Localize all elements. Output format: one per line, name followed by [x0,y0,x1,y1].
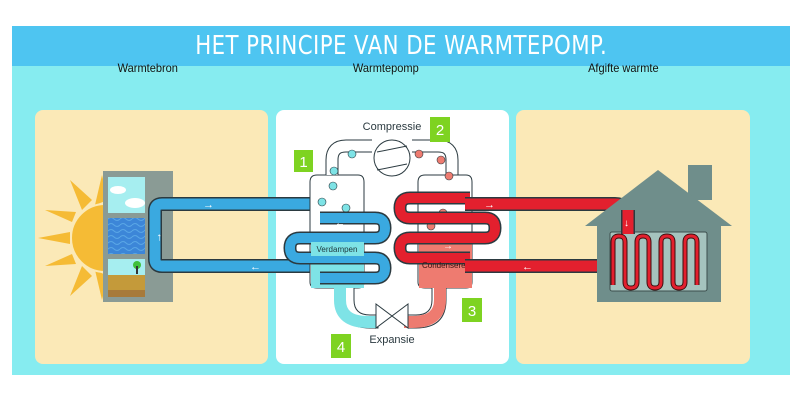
svg-text:←: ← [335,218,345,229]
svg-text:←: ← [250,261,261,273]
svg-text:3: 3 [468,303,476,320]
stage-label-compressie: Compressie [363,121,422,133]
svg-text:→: → [203,199,214,211]
column-label-source: Warmtebron [117,61,178,75]
condenser: Condenseren → [393,139,502,329]
step-badge-3: 3 [462,298,482,322]
compressor-icon [373,139,411,177]
stage-label-condenseren: Condenseren [422,261,470,270]
step-badge-4: 4 [331,334,351,358]
cold-loop: → ← → [148,197,330,273]
stage-label-verdampen: Verdampen [317,245,358,254]
svg-text:1: 1 [299,154,307,171]
evaporator: Verdampen ← [283,139,392,329]
step-badge-1: 1 [294,150,313,172]
svg-text:4: 4 [337,339,345,356]
step-badge-2: 2 [430,117,450,142]
svg-text:2: 2 [436,122,444,139]
svg-text:→: → [484,199,495,211]
page-title: HET PRINCIPE VAN DE WARMTEPOMP. [195,31,607,61]
svg-text:→: → [152,232,164,243]
column-label-pump: Warmtepomp [352,61,419,75]
hot-loop-drop: ↓ [621,210,635,234]
expansion-valve-icon [375,303,409,329]
air-tile [108,177,145,213]
column-label-output: Afgifte warmte [588,61,659,75]
stage-label-expansie: Expansie [369,334,414,346]
down-arrow-icon: ↓ [624,218,629,229]
title-bar: HET PRINCIPE VAN DE WARMTEPOMP. [12,26,790,66]
svg-text:←: ← [522,261,533,273]
svg-text:→: → [443,241,453,252]
